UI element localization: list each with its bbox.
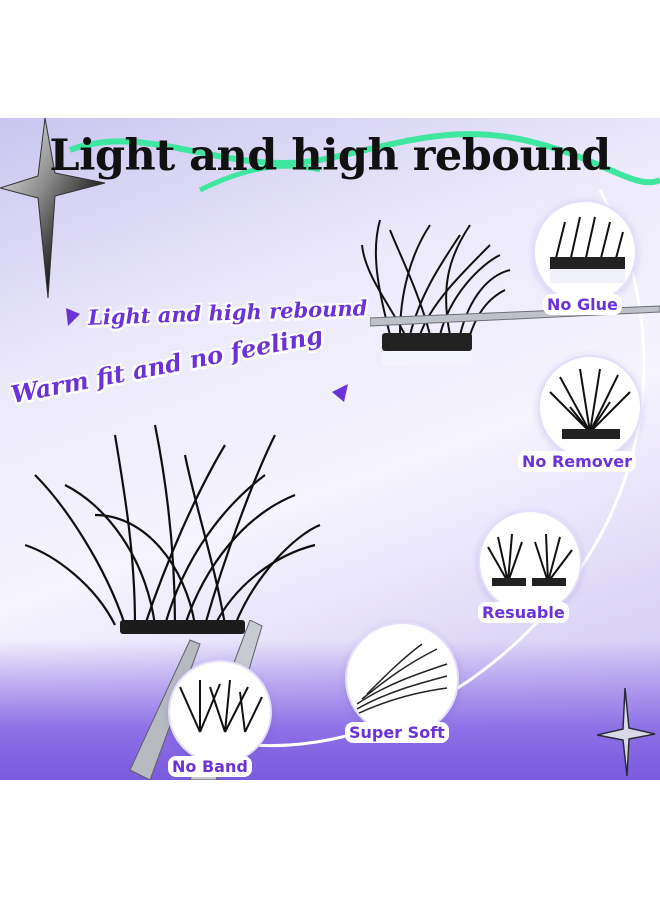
feature-circle-super-soft (345, 622, 459, 736)
feature-circle-no-glue (533, 200, 637, 304)
bandless-lash-icon (179, 679, 263, 733)
feature-circle-no-remover (538, 355, 642, 459)
page-title: Light and high rebound (49, 131, 611, 181)
soft-lash-icon (356, 643, 448, 715)
lash-cluster-large-image (25, 424, 321, 634)
small-chrome-star-icon (597, 688, 656, 777)
feature-label-no-remover: No Remover (518, 451, 636, 472)
lash-fan-icon (549, 368, 631, 439)
lash-cluster-top-image (361, 219, 511, 365)
feature-circle-no-band (168, 660, 272, 764)
feature-label-no-band: No Band (168, 756, 252, 777)
green-wave-decoration (68, 131, 660, 193)
arrow-left-icon (66, 308, 80, 326)
lash-pair-icon (487, 533, 573, 586)
feature-label-no-glue: No Glue (543, 294, 622, 315)
feature-circle-resuable (478, 510, 582, 614)
feature-label-super-soft: Super Soft (345, 722, 449, 743)
feature-label-resuable: Resuable (478, 602, 569, 623)
arrow-right-icon (332, 384, 348, 402)
chrome-star-icon (0, 118, 106, 299)
lash-cluster-closeup-icon (550, 216, 625, 283)
purple-gradient-band (0, 640, 660, 780)
